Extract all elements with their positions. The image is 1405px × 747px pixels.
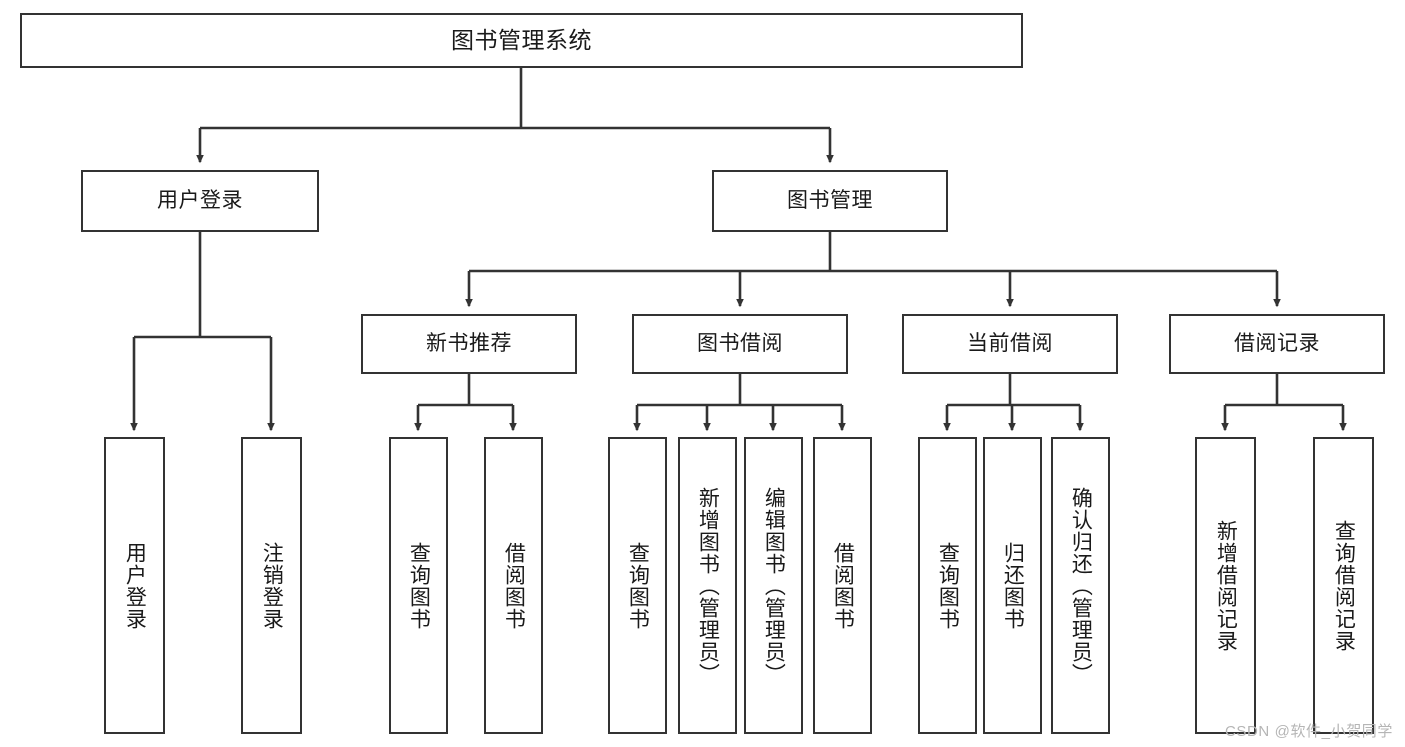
node-label: 图书管理 [787,188,873,212]
node-current-borrow[interactable]: 当前借阅 [902,314,1118,374]
node-label: 借阅图书 [502,541,526,630]
node-label: 图书借阅 [697,331,783,355]
node-label: 借阅图书 [831,541,855,630]
node-leaf-user-logout[interactable]: 注销登录 [241,437,302,734]
node-label: 新增借阅记录 [1214,519,1238,652]
node-leaf-query-book-2[interactable]: 查询图书 [608,437,667,734]
node-leaf-borrow-book-1[interactable]: 借阅图书 [484,437,543,734]
node-leaf-query-record[interactable]: 查询借阅记录 [1313,437,1374,734]
node-label: 查询图书 [407,541,431,630]
node-label: 确认归还（管理员） [1069,486,1093,685]
node-leaf-add-book[interactable]: 新增图书（管理员） [678,437,737,734]
node-leaf-confirm-return[interactable]: 确认归还（管理员） [1051,437,1110,734]
node-leaf-query-book-1[interactable]: 查询图书 [389,437,448,734]
node-leaf-edit-book[interactable]: 编辑图书（管理员） [744,437,803,734]
node-label: 注销登录 [260,541,284,630]
node-label: 编辑图书（管理员） [762,486,786,685]
node-book-management[interactable]: 图书管理 [712,170,948,232]
node-label: 归还图书 [1001,541,1025,630]
node-leaf-add-record[interactable]: 新增借阅记录 [1195,437,1256,734]
node-root-system[interactable]: 图书管理系统 [20,13,1023,68]
node-label: 新书推荐 [426,331,512,355]
csdn-watermark: CSDN @软件_小贺同学 [1224,723,1393,740]
node-label: 查询借阅记录 [1332,519,1356,652]
node-leaf-return-book[interactable]: 归还图书 [983,437,1042,734]
node-label: 用户登录 [123,541,147,630]
node-book-borrow[interactable]: 图书借阅 [632,314,848,374]
node-label: 借阅记录 [1234,331,1320,355]
node-new-book-recommend[interactable]: 新书推荐 [361,314,577,374]
node-label: 查询图书 [626,541,650,630]
node-borrow-record[interactable]: 借阅记录 [1169,314,1385,374]
node-label: 当前借阅 [967,331,1053,355]
node-label: 图书管理系统 [451,27,592,54]
node-user-login[interactable]: 用户登录 [81,170,319,232]
node-label: 查询图书 [936,541,960,630]
node-leaf-query-book-3[interactable]: 查询图书 [918,437,977,734]
node-leaf-user-login[interactable]: 用户登录 [104,437,165,734]
node-label: 新增图书（管理员） [696,486,720,685]
node-label: 用户登录 [157,188,243,212]
node-leaf-borrow-book-2[interactable]: 借阅图书 [813,437,872,734]
